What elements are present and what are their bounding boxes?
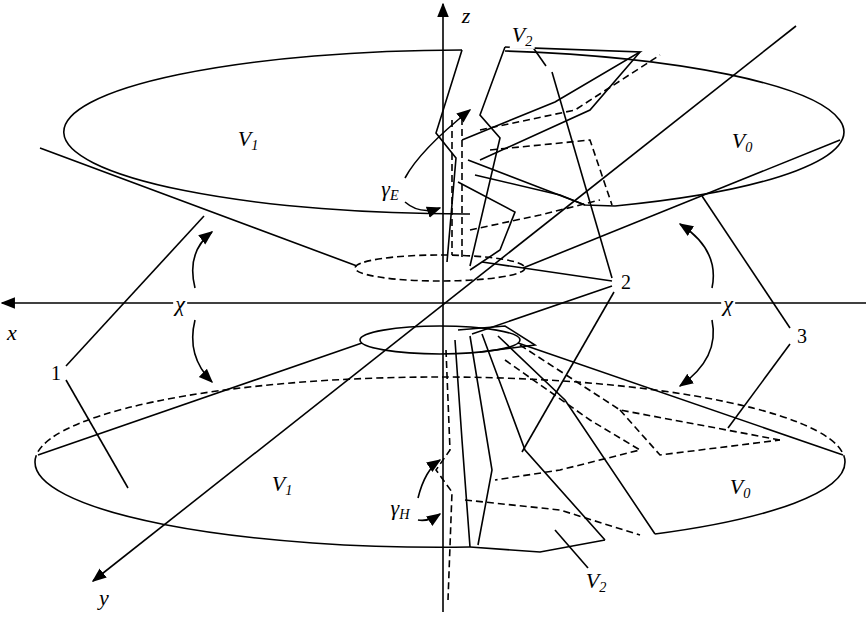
upper-fin-hidden [470, 200, 600, 230]
lower-fin-hidden [465, 500, 640, 535]
upper-disc-v0 [505, 51, 844, 206]
leader-line [555, 530, 588, 568]
leader-line [66, 380, 128, 488]
lower-disc-v0 [655, 462, 845, 534]
angle-arrow [193, 320, 212, 382]
z-axis [442, 4, 444, 612]
upper-fin-hidden [480, 55, 660, 130]
symbol-label: z [460, 4, 473, 27]
symbol-label: V1 [236, 127, 261, 153]
upper-fin-hidden [461, 118, 463, 258]
callout-number: 1 [49, 363, 63, 384]
symbol-label: y [97, 586, 111, 609]
upper-disc-v1 [64, 50, 470, 214]
lower-fin-hidden [495, 360, 640, 480]
symbol-label: V2 [584, 569, 609, 595]
upper-fin [475, 175, 585, 205]
lower-cone-edge [518, 343, 843, 455]
leader-line [482, 262, 612, 281]
upper-cut-edge [436, 50, 462, 262]
symbol-label: V2 [510, 23, 535, 49]
symbol-label: χ [721, 292, 735, 315]
symbol-label: x [5, 321, 19, 344]
lower-fin-hidden [520, 345, 780, 440]
lower-disc-v1 [35, 462, 470, 547]
upper-fin [462, 47, 640, 140]
symbol-label: V0 [728, 475, 753, 501]
gap-arrow [405, 202, 440, 210]
callout-number: 2 [619, 272, 633, 293]
gap-arrow [418, 460, 440, 498]
y-axis [93, 26, 796, 581]
symbol-label: V0 [730, 129, 755, 155]
leader-line [728, 344, 790, 428]
upper-fin-hidden [451, 120, 453, 255]
lower-disc-back [35, 377, 845, 462]
symbol-label: γH [389, 496, 412, 522]
lower-cut-edge [455, 340, 470, 547]
leader-line [702, 196, 790, 328]
angle-arrow [193, 232, 212, 288]
lower-fin [498, 336, 655, 534]
symbol-label: V1 [270, 472, 295, 498]
angle-arrow [680, 320, 713, 386]
lower-cone-edge [38, 343, 362, 455]
leader-line [522, 292, 614, 452]
callout-number: 3 [795, 326, 809, 347]
lower-fin [470, 336, 492, 545]
lower-fin-hidden [436, 350, 452, 600]
lower-fin-hidden [620, 410, 780, 455]
leader-line [66, 216, 204, 366]
gap-arrow [418, 514, 440, 520]
angle-arrow [680, 224, 713, 288]
lower-fin [482, 334, 605, 540]
x-axis [2, 302, 866, 304]
gap-arrow [405, 110, 470, 178]
symbol-label: γE [379, 177, 400, 203]
symbol-label: χ [173, 292, 187, 315]
upper-fin-hidden [490, 140, 612, 205]
upper-cone-edge [523, 140, 840, 268]
lower-fin [470, 540, 605, 552]
leader-line [472, 286, 612, 334]
leader-line [552, 72, 612, 278]
upper-cone-apex [355, 255, 525, 281]
